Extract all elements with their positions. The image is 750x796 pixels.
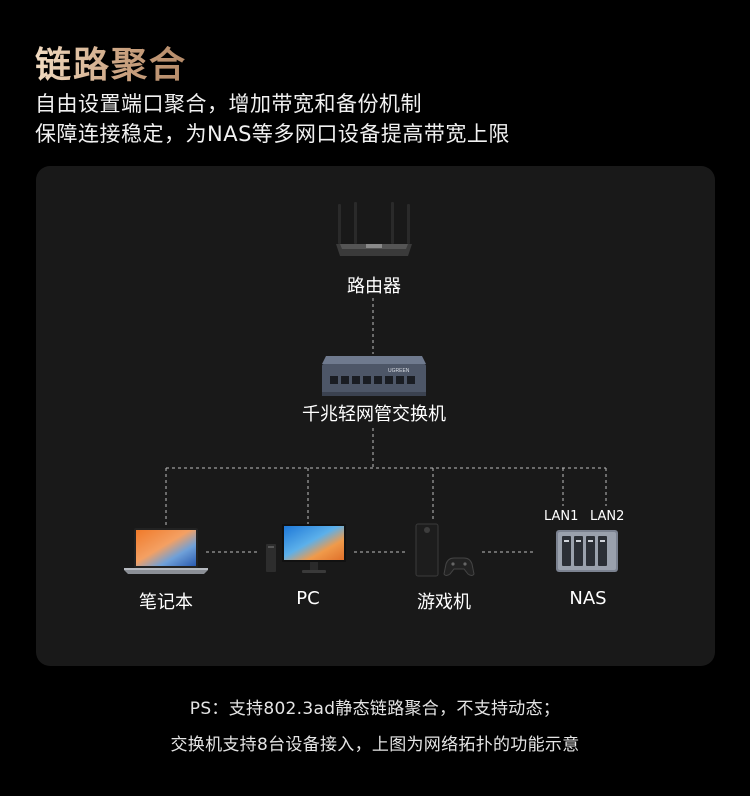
pc-icon xyxy=(266,524,346,573)
game-console-icon xyxy=(415,523,475,577)
laptop-label: 笔记本 xyxy=(139,592,193,613)
subtitle-line-2: 保障连接稳定，为NAS等多网口设备提高带宽上限 xyxy=(35,122,510,146)
switch-icon: UGREEN xyxy=(322,356,426,396)
pc-label: PC xyxy=(296,588,320,609)
switch-label: 千兆轻网管交换机 xyxy=(302,404,446,425)
router-icon xyxy=(336,202,412,256)
switch-brand-text: UGREEN xyxy=(388,368,410,374)
nas-lan2-label: LAN2 xyxy=(590,509,625,524)
footnote-line-1: PS：支持802.3ad静态链路聚合，不支持动态； xyxy=(189,699,561,719)
page-title: 链路聚合 xyxy=(35,36,187,88)
nas-label: NAS xyxy=(569,588,607,609)
nas-lan1-label: LAN1 xyxy=(544,509,579,524)
laptop-icon xyxy=(124,528,208,574)
router-label: 路由器 xyxy=(347,276,401,297)
topology-panel: 路由器 UGREEN 千兆轻网管交换机 xyxy=(36,166,715,666)
connector-lines xyxy=(165,298,607,553)
nas-icon xyxy=(556,530,618,572)
subtitle-line-1: 自由设置端口聚合，增加带宽和备份机制 xyxy=(35,92,422,116)
footnote-line-2: 交换机支持8台设备接入，上图为网络拓扑的功能示意 xyxy=(170,735,580,755)
console-label: 游戏机 xyxy=(417,592,471,613)
